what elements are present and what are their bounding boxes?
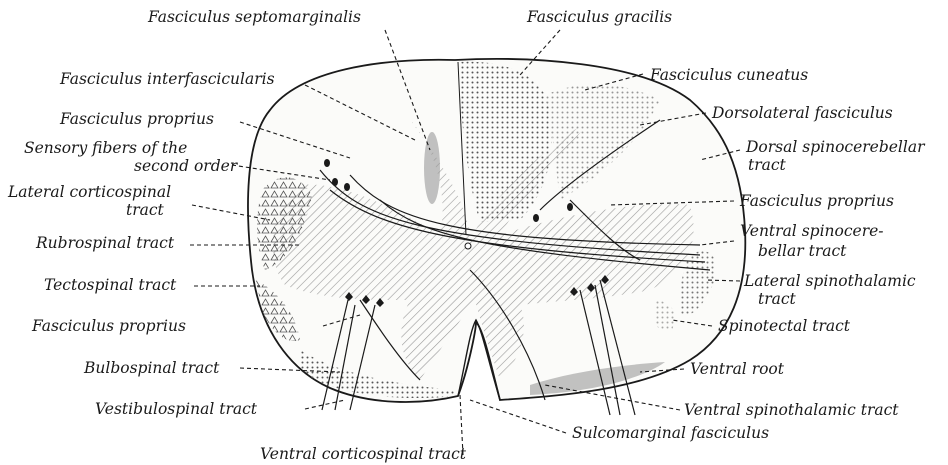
- label-dorsal-spinocerebellar-line1: Dorsal spinocerebellar: [745, 138, 926, 156]
- label-ventral-spinocerebellar-line1: Ventral spinocere-: [740, 222, 884, 240]
- label-sensory-fibers-line2: second order: [134, 157, 239, 175]
- label-fasciculus-gracilis: Fasciculus gracilis: [526, 8, 672, 26]
- label-fasciculus-proprius-dorsal: Fasciculus proprius: [59, 110, 214, 128]
- label-fasciculus-interfascicularis: Fasciculus interfascicularis: [59, 70, 275, 88]
- label-tectospinal-tract: Tectospinal tract: [44, 276, 177, 294]
- label-dorsal-spinocerebellar-line2: tract: [748, 156, 787, 174]
- label-lateral-corticospinal-line1: Lateral corticospinal: [7, 183, 171, 201]
- label-lateral-spinothalamic-line1: Lateral spinothalamic: [743, 272, 916, 290]
- label-dorsolateral-fasciculus: Dorsolateral fasciculus: [711, 104, 893, 122]
- central-canal: [465, 243, 471, 249]
- label-sulcomarginal-fasciculus: Sulcomarginal fasciculus: [572, 424, 769, 442]
- label-fasciculus-cuneatus: Fasciculus cuneatus: [649, 66, 808, 84]
- label-fasciculus-proprius-ventral: Fasciculus proprius: [31, 317, 186, 335]
- label-ventral-spinocerebellar-line2: bellar tract: [758, 242, 847, 260]
- label-fasciculus-septomarginalis: Fasciculus septomarginalis: [147, 8, 361, 26]
- label-lateral-corticospinal-line2: tract: [126, 201, 165, 219]
- label-ventral-spinothalamic-tract: Ventral spinothalamic tract: [684, 401, 899, 419]
- label-fasciculus-proprius-right: Fasciculus proprius: [739, 192, 894, 210]
- label-bulbospinal-tract: Bulbospinal tract: [83, 359, 220, 377]
- label-lateral-spinothalamic-line2: tract: [758, 290, 797, 308]
- label-spinotectal-tract: Spinotectal tract: [718, 317, 851, 335]
- septomarginal-region: [424, 132, 440, 204]
- label-ventral-root: Ventral root: [690, 360, 785, 378]
- label-rubrospinal-tract: Rubrospinal tract: [35, 234, 175, 252]
- label-sensory-fibers-line1: Sensory fibers of the: [24, 139, 187, 157]
- label-vestibulospinal-tract: Vestibulospinal tract: [95, 400, 258, 418]
- label-ventral-corticospinal-tract: Ventral corticospinal tract: [260, 445, 467, 463]
